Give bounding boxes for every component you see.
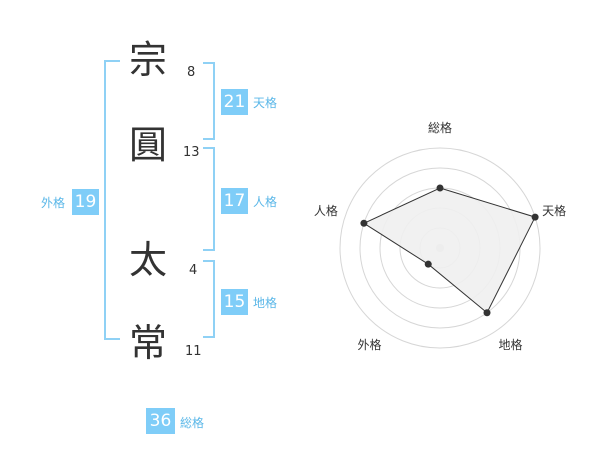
- radar-point-5: [360, 219, 368, 227]
- stroke-count-1: 8: [187, 65, 196, 80]
- radar-axis-label: 地格: [498, 337, 522, 352]
- jinkaku-value: 17: [221, 188, 248, 214]
- chikaku-bracket: [203, 260, 215, 338]
- tenkaku-label: 天格: [253, 96, 278, 110]
- name-char-3: 太: [128, 238, 167, 282]
- chikaku-label: 地格: [253, 296, 278, 310]
- radar-points: [360, 184, 539, 317]
- radar-ring: [339, 147, 541, 349]
- gaikaku-value: 19: [72, 189, 99, 215]
- gaikaku-bracket: [104, 60, 120, 340]
- tenkaku-value: 21: [221, 89, 248, 115]
- radar-point-4: [424, 260, 432, 268]
- soukaku-label: 総格: [180, 416, 205, 430]
- soukaku-value: 36: [146, 408, 175, 434]
- radar-point-3: [483, 309, 491, 317]
- name-char-4: 常: [128, 321, 167, 365]
- radar-axis-label: 外格: [357, 337, 381, 352]
- radar-axis-label: 人格: [314, 203, 338, 218]
- jinkaku-label: 人格: [253, 195, 278, 209]
- jinkaku-bracket: [203, 147, 215, 251]
- name-char-1: 宗: [128, 38, 167, 82]
- name-char-2: 圓: [128, 123, 167, 167]
- stroke-count-2: 13: [183, 145, 200, 160]
- radar-axis-label: 天格: [542, 203, 566, 218]
- chikaku-value: 15: [221, 289, 248, 315]
- stroke-count-3: 4: [189, 263, 198, 278]
- radar-axis-label: 総格: [428, 120, 452, 135]
- tenkaku-bracket: [203, 62, 215, 140]
- radar-point-1: [436, 184, 444, 192]
- gaikaku-label: 外格: [41, 196, 66, 210]
- radar-polygon: [362, 187, 536, 314]
- radar-point-2: [531, 213, 539, 221]
- stroke-count-4: 11: [185, 344, 202, 359]
